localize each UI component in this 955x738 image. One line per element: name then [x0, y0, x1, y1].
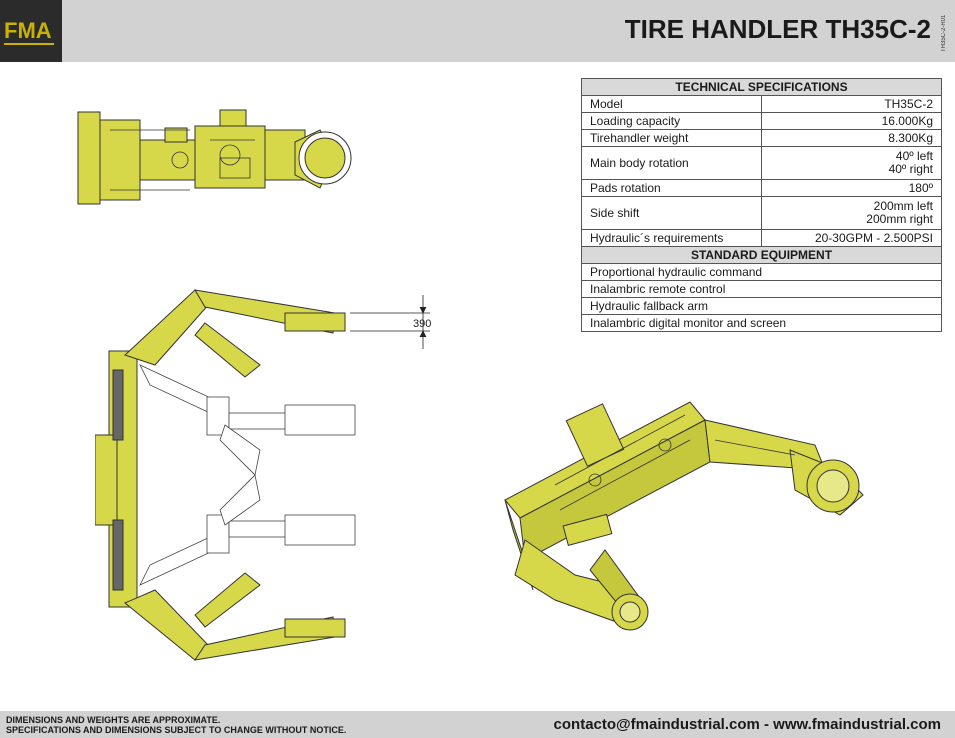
disclaimer-line: SPECIFICATIONS AND DIMENSIONS SUBJECT TO… — [6, 725, 347, 735]
spec-value: 200mm left 200mm right — [761, 196, 942, 230]
spec-table: TECHNICAL SPECIFICATIONS Model TH35C-2 L… — [581, 78, 942, 332]
spec-label: Loading capacity — [581, 112, 762, 130]
spec-value: 8.300Kg — [761, 129, 942, 147]
equipment-row: Inalambric digital monitor and screen — [581, 314, 942, 332]
side-view-drawing — [77, 109, 352, 205]
spec-value: 16.000Kg — [761, 112, 942, 130]
equipment-item: Inalambric digital monitor and screen — [581, 314, 942, 332]
spec-row: Loading capacity 16.000Kg — [581, 112, 942, 130]
spec-value: 40º left 40º right — [761, 146, 942, 180]
spec-label: Side shift — [581, 196, 762, 230]
fma-logo: FMA — [0, 0, 62, 62]
contact-info: contacto@fmaindustrial.com - www.fmaindu… — [553, 716, 941, 733]
equipment-item: Inalambric remote control — [581, 280, 942, 298]
isometric-view-drawing — [504, 401, 864, 631]
spec-value: TH35C-2 — [761, 95, 942, 113]
equipment-heading-row: STANDARD EQUIPMENT — [581, 246, 942, 264]
logo-text: FMA — [4, 18, 52, 43]
document-reference: TH35C-2-R01 — [941, 14, 947, 52]
spec-row: Hydraulic´s requirements 20-30GPM - 2.50… — [581, 229, 942, 247]
spec-value: 180º — [761, 179, 942, 197]
tech-spec-heading: TECHNICAL SPECIFICATIONS — [581, 78, 942, 96]
spec-value-line: 40º right — [888, 162, 933, 176]
spec-heading-row: TECHNICAL SPECIFICATIONS — [581, 78, 942, 96]
top-view-drawing: 390 — [95, 289, 431, 661]
equipment-row: Inalambric remote control — [581, 280, 942, 298]
spec-label: Tirehandler weight — [581, 129, 762, 147]
spec-label: Main body rotation — [581, 146, 762, 180]
standard-equipment-heading: STANDARD EQUIPMENT — [581, 246, 942, 264]
equipment-row: Proportional hydraulic command — [581, 263, 942, 281]
spec-row: Model TH35C-2 — [581, 95, 942, 113]
spec-label: Hydraulic´s requirements — [581, 229, 762, 247]
spec-value-line: 200mm left — [873, 199, 933, 213]
spec-label: Pads rotation — [581, 179, 762, 197]
spec-row: Pads rotation 180º — [581, 179, 942, 197]
equipment-row: Hydraulic fallback arm — [581, 297, 942, 315]
page-header: FMA TIRE HANDLER TH35C-2 TH35C-2-R01 — [0, 0, 955, 62]
equipment-item: Hydraulic fallback arm — [581, 297, 942, 315]
equipment-item: Proportional hydraulic command — [581, 263, 942, 281]
spec-row: Tirehandler weight 8.300Kg — [581, 129, 942, 147]
spec-label: Model — [581, 95, 762, 113]
spec-value: 20-30GPM - 2.500PSI — [761, 229, 942, 247]
disclaimer: DIMENSIONS AND WEIGHTS ARE APPROXIMATE. … — [6, 715, 346, 735]
spec-row: Side shift 200mm left 200mm right — [581, 196, 942, 230]
page-footer: DIMENSIONS AND WEIGHTS ARE APPROXIMATE. … — [0, 711, 955, 738]
page-title: TIRE HANDLER TH35C-2 — [624, 14, 931, 44]
disclaimer-line: DIMENSIONS AND WEIGHTS ARE APPROXIMATE. — [6, 715, 221, 725]
spec-value-line: 200mm right — [866, 212, 933, 226]
spec-row: Main body rotation 40º left 40º right — [581, 146, 942, 180]
spec-value-line: 40º left — [895, 149, 933, 163]
dimension-label: 390 — [413, 318, 431, 330]
logo-underline — [4, 43, 54, 45]
